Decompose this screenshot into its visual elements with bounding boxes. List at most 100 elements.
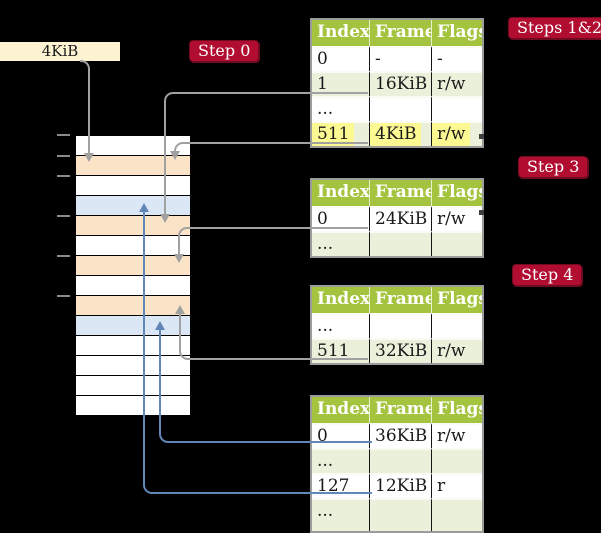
table-cell: ... (312, 313, 370, 338)
memory-row-free (76, 376, 190, 396)
column-header: Frame (370, 397, 432, 423)
memory-tick (57, 175, 70, 177)
table-cell (370, 313, 432, 338)
column-header: Flags (437, 289, 482, 309)
hidden-arrow-stub (479, 210, 484, 215)
highlighted-value: 511 (312, 123, 355, 146)
column-header: Frame (370, 287, 432, 313)
memory-row-page-table (76, 296, 190, 316)
table-row: ... (312, 96, 482, 121)
arrow-down-icon (174, 254, 184, 263)
column-header: Flags (437, 399, 482, 419)
column-header: Index (312, 287, 370, 313)
table-header-row: IndexFrameFlags (312, 20, 482, 46)
table-cell: 0 (312, 46, 370, 71)
arrow-line-l3entry0-to-24kib (178, 227, 368, 254)
memory-tick (57, 155, 70, 157)
table-cell: 12KiB (370, 473, 432, 498)
memory-row-free (76, 396, 190, 416)
highlighted-value: r/w (432, 123, 471, 146)
arrow-line-l1entry127-to-12kib (143, 212, 372, 494)
memory-row-free (76, 136, 190, 156)
table-row: ... (312, 448, 482, 473)
arrow-down-icon (84, 153, 94, 162)
table-cell: ... (312, 448, 370, 473)
memory-row-free (76, 236, 190, 256)
page-table-level3: IndexFrameFlags024KiBr/w... (310, 178, 484, 258)
table-cell: 24KiB (370, 206, 432, 231)
arrow-up-icon (155, 321, 165, 330)
table-row: ... (312, 498, 482, 531)
table-cell (370, 498, 432, 531)
memory-row-free (76, 176, 190, 196)
column-header: Index (312, 397, 370, 423)
table-cell: r (432, 473, 482, 498)
table-cell: 511 (312, 338, 370, 363)
arrow-up-icon (139, 203, 149, 212)
column-header: Frame (370, 180, 432, 206)
arrow-down-icon (160, 214, 170, 223)
memory-row-page-table (76, 256, 190, 276)
table-cell (370, 448, 432, 473)
table-cell: - (432, 46, 482, 71)
table-cell: r/w (432, 121, 482, 146)
table-header-row: IndexFrameFlags (312, 180, 482, 206)
arrow-line-l1entry0-to-36kib (159, 330, 372, 443)
table-cell: r/w (432, 206, 482, 231)
table-cell: r/w (432, 338, 482, 363)
frame-size-label-box: 4KiB (0, 42, 120, 61)
column-header: Flags (437, 182, 482, 202)
arrow-line-l4entry1-to-16kib (164, 92, 368, 214)
column-header: Index (312, 20, 370, 46)
table-cell: 32KiB (370, 338, 432, 363)
table-cell (432, 96, 482, 121)
arrow-up-icon (175, 305, 185, 314)
table-cell: 16KiB (370, 71, 432, 96)
step-0-badge: Step 0 (189, 40, 260, 62)
column-header: Frame (370, 20, 432, 46)
column-header: Flags (437, 22, 482, 42)
table-row: 511 4KiB r/w (312, 121, 482, 146)
arrow-line-l2entry511-to-32kib (179, 314, 368, 360)
steps-1-and-2-badge: Steps 1&2 (508, 17, 601, 39)
page-table-level1: IndexFrameFlags036KiBr/w...12712KiBr... (310, 395, 484, 533)
hidden-arrow-stub (479, 134, 484, 139)
memory-row-free (76, 276, 190, 296)
table-cell: r/w (432, 71, 482, 96)
step-3-badge: Step 3 (518, 156, 589, 178)
arrow-down-icon (170, 151, 180, 160)
table-row: ... (312, 313, 482, 338)
table-row: 0-- (312, 46, 482, 71)
memory-row-page-table (76, 156, 190, 176)
memory-row-free (76, 336, 190, 356)
memory-row-free (76, 356, 190, 376)
table-cell (432, 313, 482, 338)
table-cell (370, 231, 432, 256)
table-cell (432, 231, 482, 256)
table-cell: r/w (432, 423, 482, 448)
memory-tick (57, 255, 70, 257)
physical-memory-column (76, 135, 190, 416)
memory-tick (57, 295, 70, 297)
table-cell: ... (312, 498, 370, 531)
table-header-row: IndexFrameFlags (312, 287, 482, 313)
table-cell: 1 (312, 71, 370, 96)
highlighted-value: 4KiB (370, 123, 422, 146)
memory-tick (57, 134, 70, 136)
memory-tick (57, 215, 70, 217)
table-cell: 4KiB (370, 121, 432, 146)
arrow-line-l4entry511-to-4kib (174, 142, 368, 151)
table-cell: 36KiB (370, 423, 432, 448)
table-header-row: IndexFrameFlags (312, 397, 482, 423)
column-header: Index (312, 180, 370, 206)
table-cell: 511 (312, 121, 370, 146)
arrow-line-4kib-box-to-frame (80, 60, 90, 153)
step-4-badge: Step 4 (512, 264, 583, 286)
